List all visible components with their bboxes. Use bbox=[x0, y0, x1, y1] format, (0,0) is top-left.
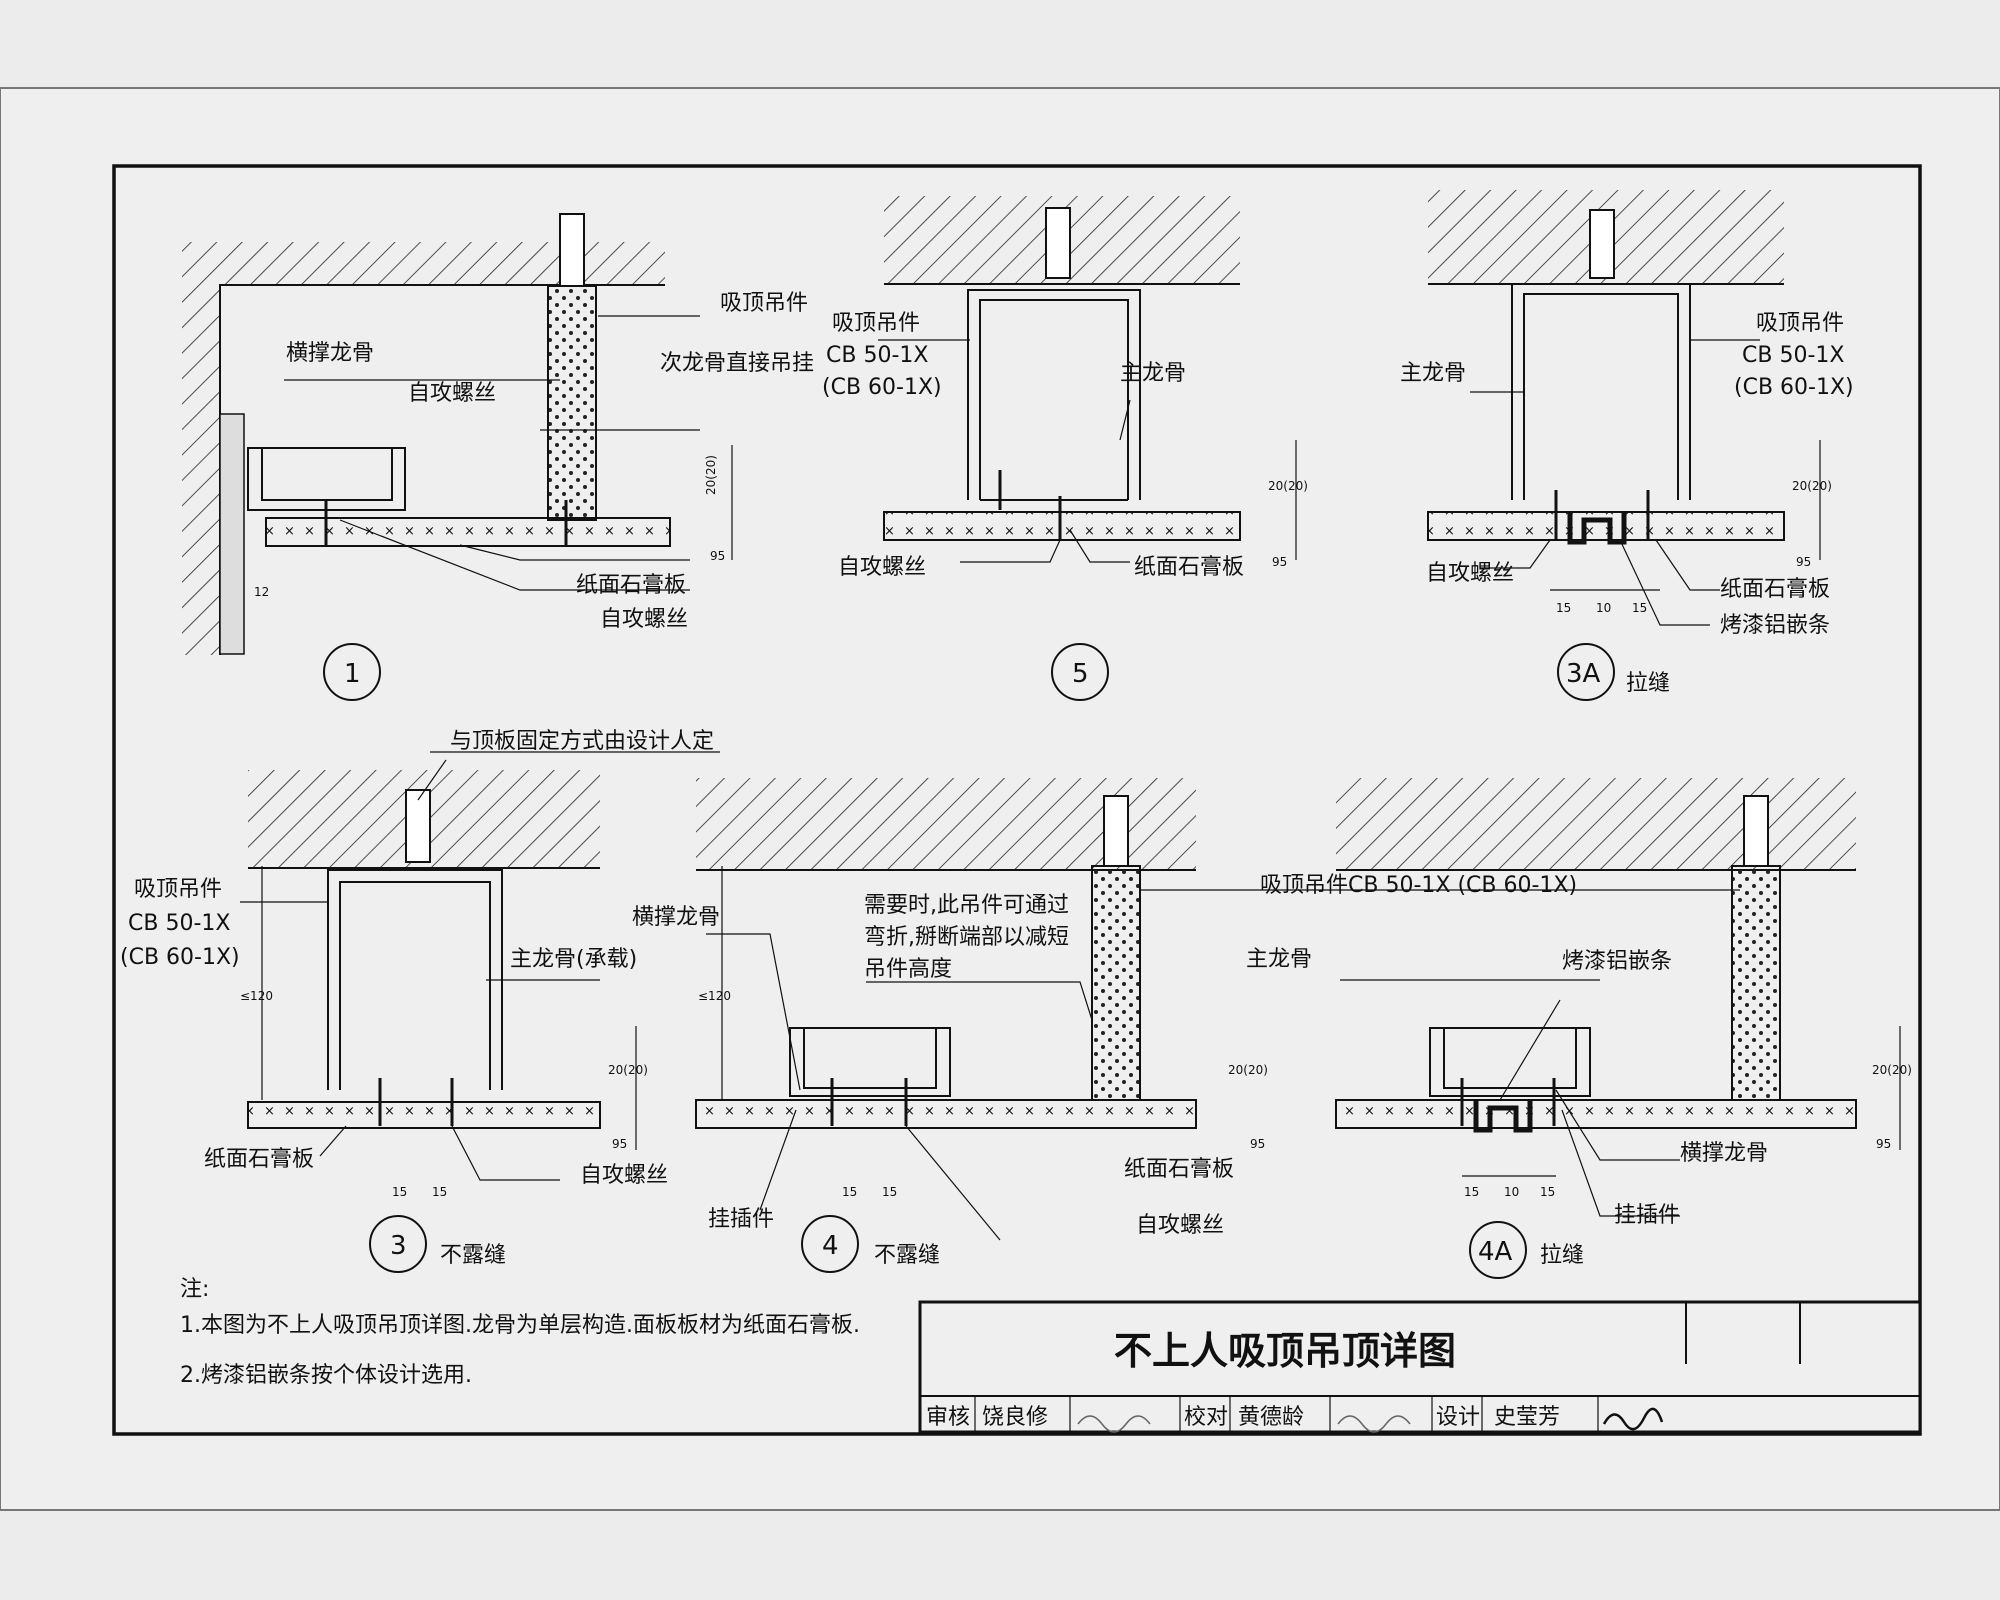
signature-3 bbox=[1602, 1407, 1664, 1431]
d3a-dim-2: 95 bbox=[1796, 555, 1811, 569]
d4a-label-hanger: 吸顶吊件CB 50-1X (CB 60-1X) bbox=[1260, 873, 1577, 898]
d4-caption: 不露缝 bbox=[874, 1243, 940, 1268]
d1-dim-3: 12 bbox=[254, 585, 269, 599]
detail-4a: 吸顶吊件CB 50-1X (CB 60-1X) 主龙骨 烤漆铝嵌条 横撑龙骨 挂… bbox=[1140, 778, 1912, 1279]
d3a-label-strip: 烤漆铝嵌条 bbox=[1720, 613, 1830, 638]
detail-1: 吸顶吊件 横撑龙骨 自攻螺丝 次龙骨直接吊挂 纸面石膏板 自攻螺丝 20(20)… bbox=[182, 213, 814, 701]
drawing-frame bbox=[112, 164, 1922, 1436]
d4a-dim-2: 95 bbox=[1876, 1137, 1891, 1151]
d3a-label-hanger: 吸顶吊件 bbox=[1756, 311, 1844, 336]
d4-dim-3: 95 bbox=[1250, 1137, 1265, 1151]
d1-label-cross: 横撑龙骨 bbox=[286, 341, 374, 366]
drawing-title: 不上人吸顶吊顶详图 bbox=[1114, 1329, 1456, 1373]
d3-label-hanger: 吸顶吊件 bbox=[134, 877, 222, 902]
d4-dim-4: 15 bbox=[842, 1185, 857, 1199]
d4a-dim-5: 15 bbox=[1540, 1185, 1555, 1199]
d3-label-fix: 与顶板固定方式由设计人定 bbox=[450, 729, 714, 754]
notes-heading: 注: bbox=[180, 1277, 209, 1302]
d3-label-cb1: CB 50-1X bbox=[128, 911, 230, 936]
detail-4: 横撑龙骨 需要时,此吊件可通过 弯折,掰断端部以减短 吊件高度 挂插件 纸面石膏… bbox=[632, 778, 1268, 1273]
d4a-caption: 拉缝 bbox=[1540, 1243, 1584, 1268]
detail-5: 吸顶吊件 CB 50-1X (CB 60-1X) 主龙骨 自攻螺丝 纸面石膏板 … bbox=[822, 196, 1308, 701]
d4-id: 4 bbox=[822, 1231, 839, 1261]
d3a-id: 3A bbox=[1566, 659, 1601, 689]
d1-label-board: 纸面石膏板 bbox=[576, 573, 686, 598]
d4-label-note1: 需要时,此吊件可通过 bbox=[864, 893, 1069, 918]
d3a-label-cb1: CB 50-1X bbox=[1742, 343, 1844, 368]
d3a-dim-1: 20(20) bbox=[1792, 479, 1832, 493]
d5-label-screw: 自攻螺丝 bbox=[838, 555, 926, 580]
d3-id: 3 bbox=[390, 1231, 407, 1261]
d1-label-runner: 次龙骨直接吊挂 bbox=[660, 351, 814, 376]
d3-label-cb2: (CB 60-1X) bbox=[120, 945, 240, 970]
tb-design-name: 史莹芳 bbox=[1494, 1405, 1560, 1430]
notes-line-2: 2.烤漆铝嵌条按个体设计选用. bbox=[180, 1363, 472, 1388]
title-block: 不上人吸顶吊顶详图 审核 饶良修 校对 黄德龄 设计 史莹芳 bbox=[918, 1300, 1922, 1434]
d3a-dim-4: 10 bbox=[1596, 601, 1611, 615]
d1-label-screw: 自攻螺丝 bbox=[408, 381, 496, 406]
d3a-label-screw: 自攻螺丝 bbox=[1426, 561, 1514, 586]
detail-3: 与顶板固定方式由设计人定 吸顶吊件 CB 50-1X (CB 60-1X) 主龙… bbox=[120, 729, 720, 1273]
d4-dim-1: ≤120 bbox=[698, 989, 731, 1003]
d4a-label-main: 主龙骨 bbox=[1246, 947, 1312, 972]
d3-caption: 不露缝 bbox=[440, 1243, 506, 1268]
notes: 注: 1.本图为不上人吸顶吊顶详图.龙骨为单层构造.面板板材为纸面石膏板. 2.… bbox=[180, 1277, 860, 1388]
tb-review-name: 饶良修 bbox=[982, 1405, 1048, 1430]
d5-label-cb1: CB 50-1X bbox=[826, 343, 928, 368]
d1-dim-1: 20(20) bbox=[704, 455, 718, 495]
d3a-label-main: 主龙骨 bbox=[1400, 361, 1466, 386]
d4-label-board: 纸面石膏板 bbox=[1124, 1157, 1234, 1182]
d3-dim-1: ≤120 bbox=[240, 989, 273, 1003]
tb-check-name: 黄德龄 bbox=[1238, 1405, 1304, 1430]
notes-line-1: 1.本图为不上人吸顶吊顶详图.龙骨为单层构造.面板板材为纸面石膏板. bbox=[180, 1313, 860, 1338]
d3-dim-4: 15 bbox=[392, 1185, 407, 1199]
signature-2 bbox=[1337, 1415, 1411, 1433]
tb-review-label: 审核 bbox=[926, 1405, 970, 1430]
d3-label-screw: 自攻螺丝 bbox=[580, 1163, 668, 1188]
d4-label-cross: 横撑龙骨 bbox=[632, 905, 720, 930]
d4a-label-clip: 挂插件 bbox=[1614, 1203, 1680, 1228]
d3a-label-cb2: (CB 60-1X) bbox=[1734, 375, 1854, 400]
tb-design-label: 设计 bbox=[1436, 1405, 1480, 1430]
d5-id: 5 bbox=[1072, 659, 1089, 689]
d4a-label-cross: 横撑龙骨 bbox=[1680, 1141, 1768, 1166]
d3a-dim-3: 15 bbox=[1556, 601, 1571, 615]
d4a-dim-3: 15 bbox=[1464, 1185, 1479, 1199]
d5-label-main: 主龙骨 bbox=[1120, 361, 1186, 386]
d3-dim-3: 95 bbox=[612, 1137, 627, 1151]
d4a-label-strip: 烤漆铝嵌条 bbox=[1562, 949, 1672, 974]
signature-1 bbox=[1077, 1415, 1151, 1433]
d4a-id: 4A bbox=[1478, 1237, 1513, 1267]
d1-dim-2: 95 bbox=[710, 549, 725, 563]
d4-dim-5: 15 bbox=[882, 1185, 897, 1199]
d4-label-screw: 自攻螺丝 bbox=[1136, 1213, 1224, 1238]
d4-label-note3: 吊件高度 bbox=[864, 957, 952, 982]
d4a-dim-4: 10 bbox=[1504, 1185, 1519, 1199]
d1-id: 1 bbox=[344, 659, 361, 689]
d3-label-main: 主龙骨(承载) bbox=[510, 947, 637, 972]
d3-label-board: 纸面石膏板 bbox=[204, 1147, 314, 1172]
d3a-caption: 拉缝 bbox=[1626, 671, 1670, 696]
d5-dim-2: 95 bbox=[1272, 555, 1287, 569]
d4-dim-2: 20(20) bbox=[1228, 1063, 1268, 1077]
d3-dim-5: 15 bbox=[432, 1185, 447, 1199]
d1-label-hanger: 吸顶吊件 bbox=[720, 291, 808, 316]
d4a-dim-1: 20(20) bbox=[1872, 1063, 1912, 1077]
d5-dim-1: 20(20) bbox=[1268, 479, 1308, 493]
d3-dim-2: 20(20) bbox=[608, 1063, 648, 1077]
d5-label-hanger: 吸顶吊件 bbox=[832, 311, 920, 336]
tb-check-label: 校对 bbox=[1184, 1405, 1228, 1430]
d5-label-cb2: (CB 60-1X) bbox=[822, 375, 942, 400]
d3a-dim-5: 15 bbox=[1632, 601, 1647, 615]
d4-label-clip: 挂插件 bbox=[708, 1207, 774, 1232]
detail-3a: 主龙骨 吸顶吊件 CB 50-1X (CB 60-1X) 自攻螺丝 纸面石膏板 … bbox=[1400, 190, 1854, 701]
d3a-label-board: 纸面石膏板 bbox=[1720, 577, 1830, 602]
d5-label-board: 纸面石膏板 bbox=[1134, 555, 1244, 580]
d1-label-screw2: 自攻螺丝 bbox=[600, 607, 688, 632]
d4-label-note2: 弯折,掰断端部以减短 bbox=[864, 925, 1069, 950]
